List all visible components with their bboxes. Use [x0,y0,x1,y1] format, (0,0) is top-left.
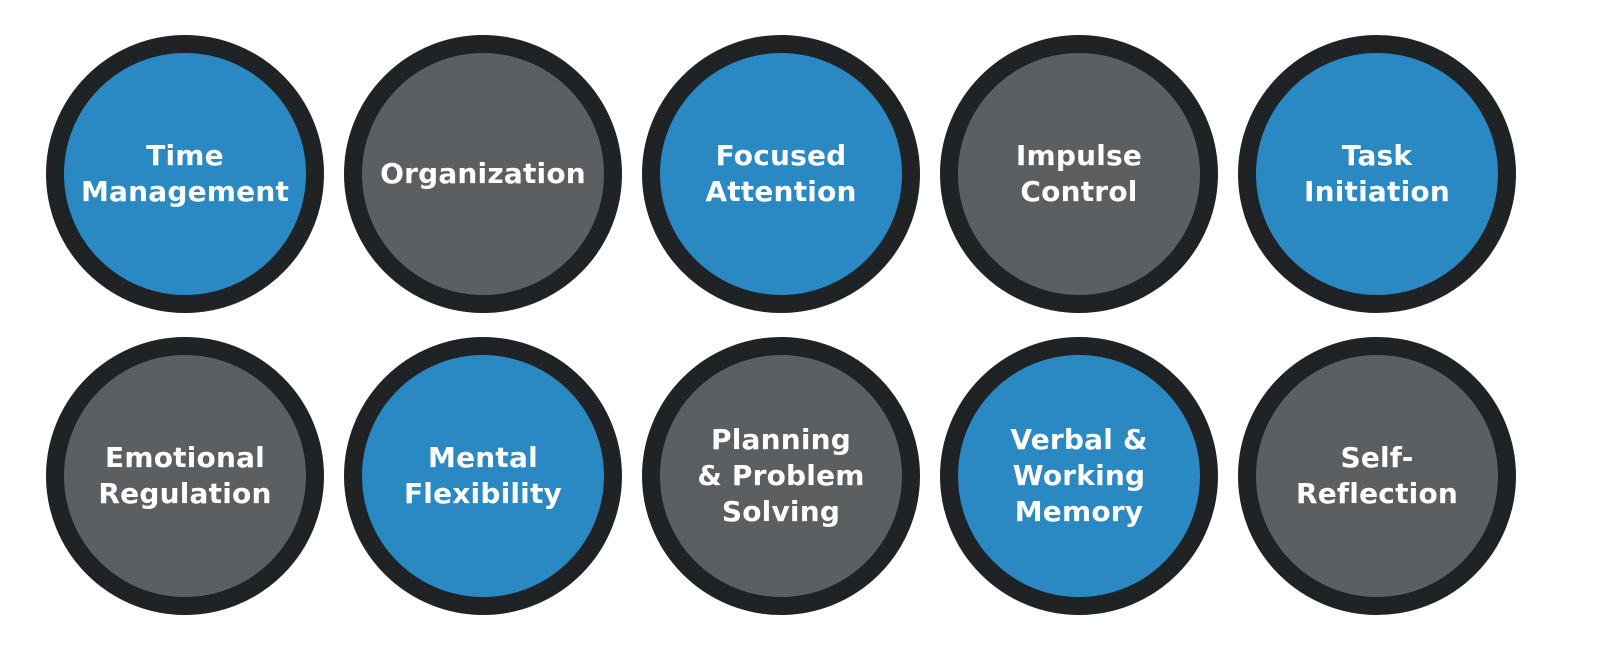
skill-label: Self- Reflection [1295,441,1459,510]
skill-label: Emotional Regulation [98,441,272,510]
skill-circle-planning-problem-solving: Planning & Problem Solving [642,337,920,615]
skill-circle-emotional-regulation: Emotional Regulation [46,337,324,615]
skill-circle-time-management: Time Management [46,35,324,313]
skill-label: Focused Attention [705,139,857,208]
skill-label: Task Initiation [1304,139,1450,208]
skill-circle-self-reflection: Self- Reflection [1238,337,1516,615]
skill-circle-impulse-control: Impulse Control [940,35,1218,313]
skill-circle-focused-attention: Focused Attention [642,35,920,313]
skill-label: Planning & Problem Solving [697,423,865,528]
skill-circle-task-initiation: Task Initiation [1238,35,1516,313]
skill-label: Mental Flexibility [403,441,563,510]
skill-label: Verbal & Working Memory [1010,423,1148,528]
skill-label: Time Management [80,139,290,208]
skill-label: Impulse Control [1015,139,1143,208]
skill-label: Organization [380,157,586,190]
skill-circle-mental-flexibility: Mental Flexibility [344,337,622,615]
skill-circle-verbal-working-memory: Verbal & Working Memory [940,337,1218,615]
skill-circle-organization: Organization [344,35,622,313]
